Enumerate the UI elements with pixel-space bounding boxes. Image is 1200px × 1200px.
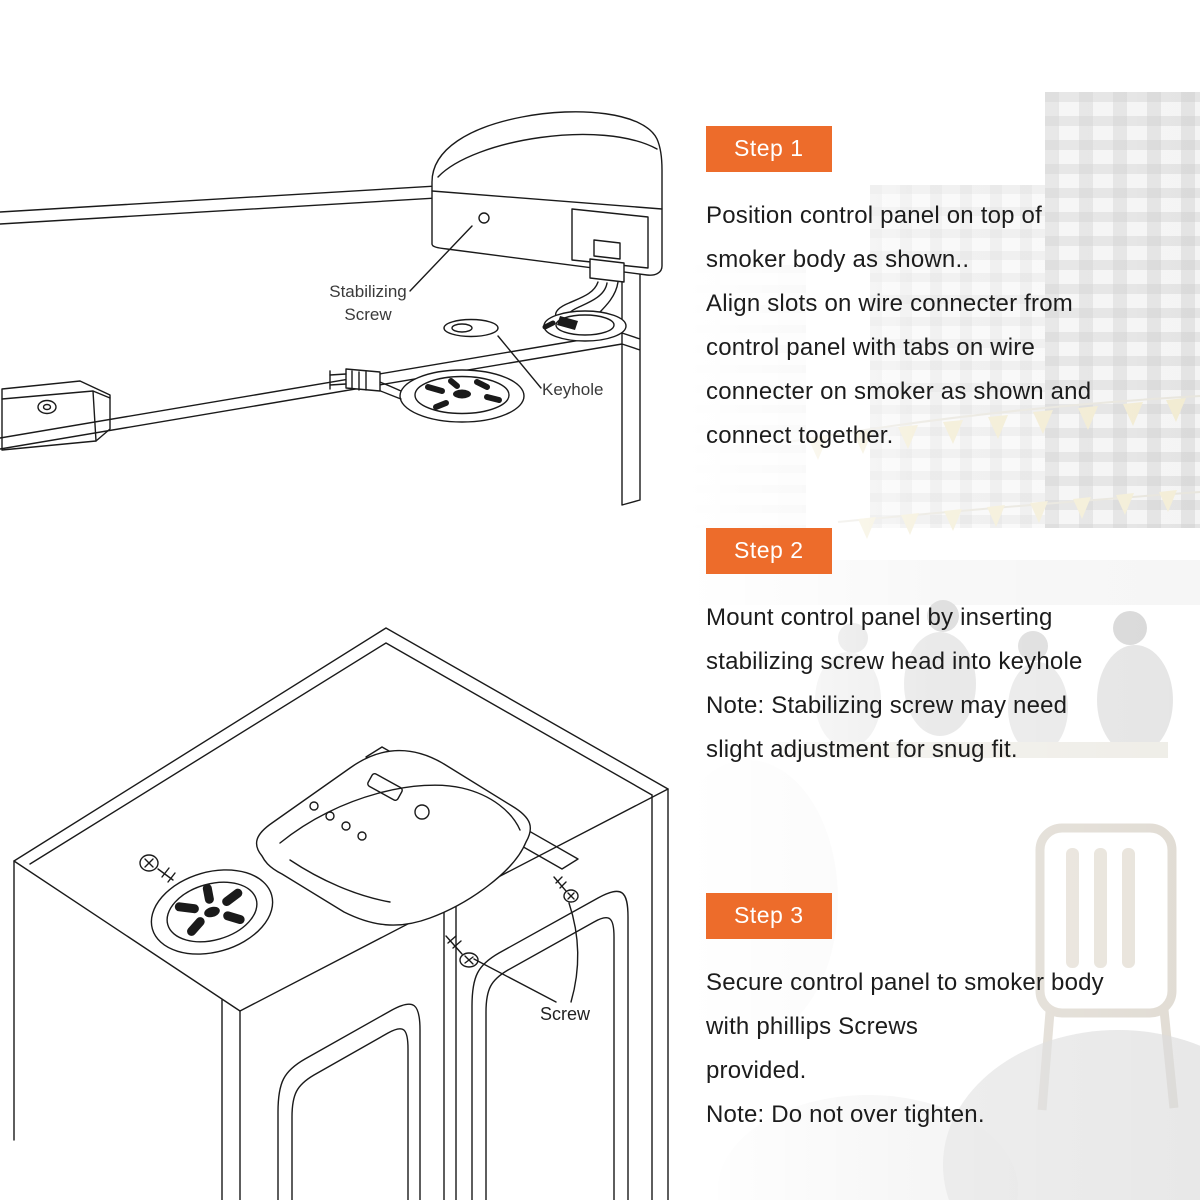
screw-label: Screw xyxy=(540,1004,591,1024)
screw-leader-line-b xyxy=(568,902,579,1003)
step-3-badge: Step 3 xyxy=(706,893,832,939)
mounted-control-panel-drawing xyxy=(255,749,532,926)
door-divider xyxy=(443,899,457,1200)
stabilizing-screw-leader-line xyxy=(409,225,473,292)
smoker-right-edge xyxy=(651,788,669,1200)
stabilizing-screw-dot xyxy=(478,212,490,224)
keyhole-drawing xyxy=(443,318,499,338)
top-diagram xyxy=(0,111,663,506)
door-window-right xyxy=(471,890,629,1200)
bottom-diagram xyxy=(13,627,669,1200)
step-3-instructions: Secure control panel to smoker body with… xyxy=(706,969,1104,1128)
step-1-section: Step 1 Position control panel on top of … xyxy=(706,126,1186,458)
stabilizing-screw-drawing xyxy=(139,854,176,883)
mounting-screw-a-drawing xyxy=(445,935,479,968)
step-1-badge: Step 1 xyxy=(706,126,832,172)
smoker-corner-post xyxy=(621,174,641,506)
background-photo xyxy=(688,0,1200,1200)
step-2-badge: Step 2 xyxy=(706,528,832,574)
step-2-section: Step 2 Mount control panel by inserting … xyxy=(706,528,1186,772)
keyhole-plate-drawing xyxy=(150,869,274,955)
step-1-instructions: Position control panel on top of smoker … xyxy=(706,202,1092,449)
smoker-front-corner-edge xyxy=(221,999,241,1200)
stabilizing-screw-label: Stabilizing Screw xyxy=(329,282,407,324)
keyhole-leader-line xyxy=(497,335,542,389)
wire-connector-round-drawing xyxy=(374,369,525,423)
step-2-instructions: Mount control panel by inserting stabili… xyxy=(706,604,1083,763)
control-panel-drawing xyxy=(431,111,663,276)
bracket-drawing xyxy=(1,380,111,451)
door-window-left xyxy=(277,1003,421,1200)
background-fade-overlay xyxy=(688,0,1200,1200)
keyhole-label: Keyhole xyxy=(542,380,604,399)
screw-leader-line-a xyxy=(473,958,557,1003)
wire-connector-block-drawing xyxy=(329,368,381,392)
step-3-section: Step 3 Secure control panel to smoker bo… xyxy=(706,893,1186,1137)
hanging-wire-assembly-drawing xyxy=(542,239,627,342)
mounting-screw-b-drawing xyxy=(553,876,579,903)
